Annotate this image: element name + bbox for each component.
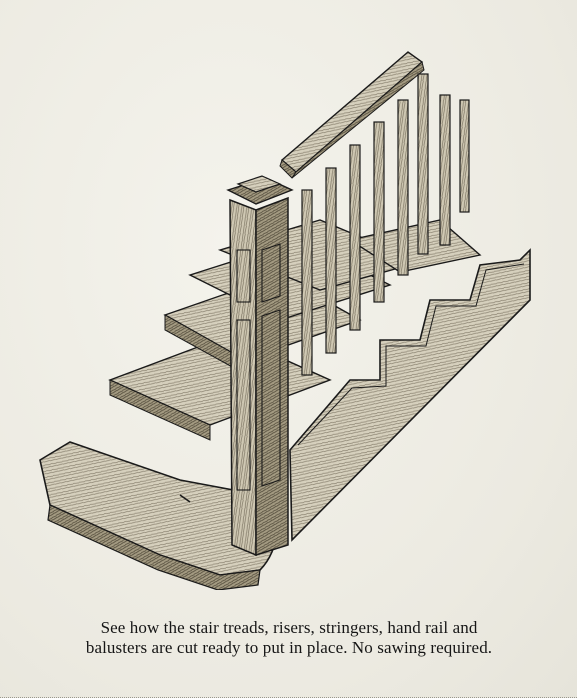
caption: See how the stair treads, risers, string…	[14, 618, 564, 658]
hand-rail	[279, 51, 425, 179]
caption-line-1: See how the stair treads, risers, string…	[100, 618, 478, 637]
balusters	[301, 73, 470, 376]
stair-illustration	[39, 51, 531, 590]
stringer	[289, 248, 531, 542]
caption-line-2: balusters are cut ready to put in place.…	[85, 638, 493, 657]
newel-post	[226, 175, 294, 557]
